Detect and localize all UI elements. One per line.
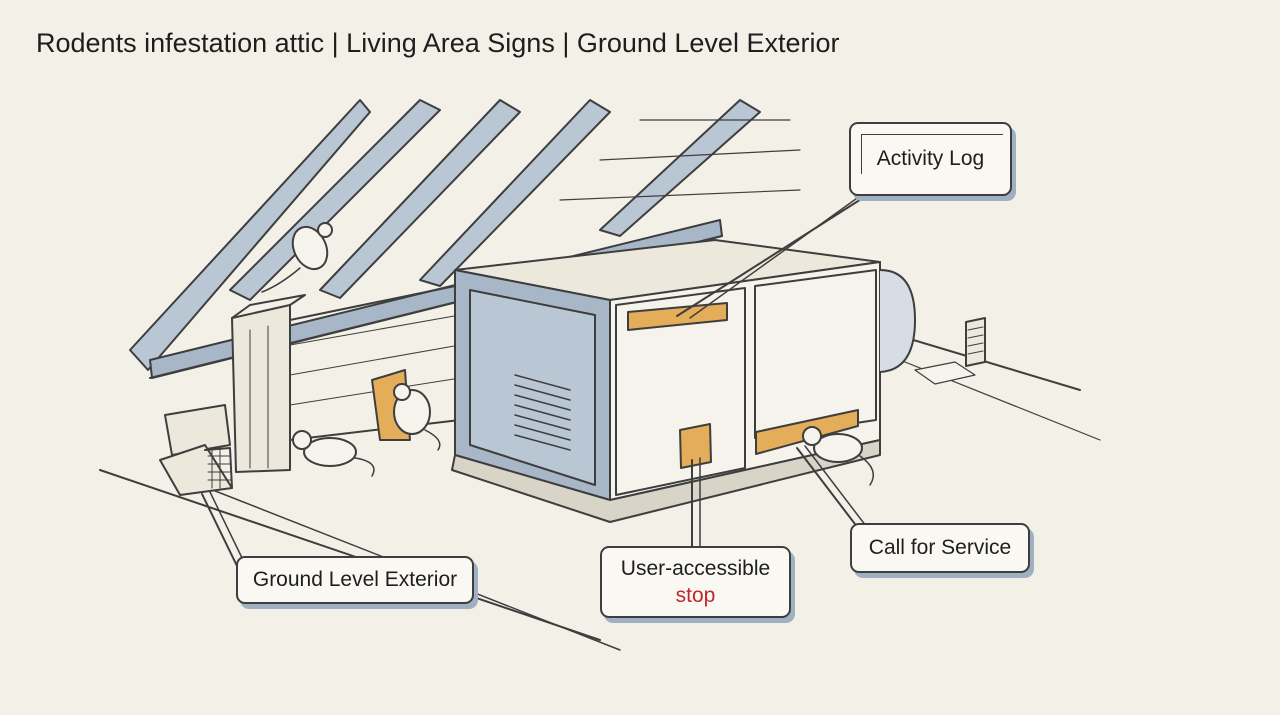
leader-activity-log [676,195,867,317]
callout-ground-level-exterior: Ground Level Exterior [236,556,474,604]
callout-user-accessible-stop: User-accessible stop [600,546,791,618]
leader-ground-level-2 [209,491,245,563]
callout-user-accessible-text: User-accessible [620,556,771,580]
page-title: Rodents infestation attic | Living Area … [36,28,840,58]
air-handler-unit [451,239,916,523]
wooden-post [231,294,306,473]
rat-at-patch [393,383,441,451]
callout-call-for-service: Call for Service [850,523,1030,573]
leader-call-service [796,447,859,529]
exterior-vent [159,404,233,496]
callout-call-service-text: Call for Service [868,536,1012,560]
callout-ground-level-text: Ground Level Exterior [252,568,458,592]
callout-stop-text: stop [675,584,716,607]
rat-on-beam [261,222,333,293]
leader-call-service-2 [804,445,867,527]
roof-rafters [129,99,801,371]
callout-rule [861,134,1003,135]
callout-activity-log-text: Activity Log [876,147,985,171]
rat-at-service-panel [802,426,875,486]
leader-ground-level [201,493,239,569]
callout-side-rule [861,134,862,174]
leader-activity-log-2 [689,195,861,319]
wall-vent-right [965,317,986,367]
rat-on-floor [292,430,375,477]
callout-activity-log: Activity Log [849,122,1012,196]
floor-paper [914,361,976,385]
